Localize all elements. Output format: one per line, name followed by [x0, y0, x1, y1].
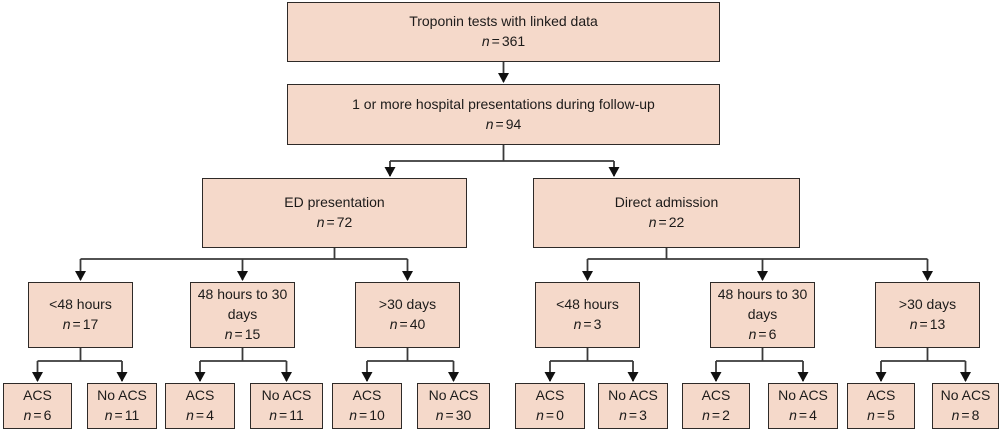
node-ed-48h-30d-acs: ACS n=4: [165, 383, 235, 429]
node-label: Troponin tests with linked data: [409, 13, 598, 30]
node-n-value: n=10: [349, 407, 385, 423]
node-label: >30 days: [898, 296, 957, 313]
node-n-value: n=22: [648, 214, 685, 230]
node-da-48h-30d-no-acs: No ACS n=4: [768, 383, 838, 429]
node-label: ACS: [352, 387, 382, 404]
node-ed-gt30d-no-acs: No ACS n=30: [417, 383, 490, 429]
node-n-value: n=11: [269, 407, 304, 423]
node-n-value: n=2: [702, 407, 730, 423]
node-ed-gt30d-acs: ACS n=10: [332, 383, 402, 429]
node-da-lt48h-acs: ACS n=0: [515, 383, 585, 429]
node-n-value: n=8: [951, 407, 980, 423]
node-n-value: n=3: [619, 407, 647, 423]
node-ed-48h-30d-no-acs: No ACS n=11: [250, 383, 323, 429]
node-label: No ACS: [940, 387, 991, 404]
node-label: <48 hours: [49, 296, 112, 313]
node-da-48h-30d: 48 hours to 30 days n=6: [710, 282, 815, 348]
node-label: ACS: [535, 387, 565, 404]
node-n-value: n=3: [573, 316, 602, 332]
node-da-gt30d-no-acs: No ACS n=8: [932, 383, 999, 429]
node-label: No ACS: [608, 387, 658, 404]
node-n-value: n=94: [485, 115, 522, 132]
node-label: No ACS: [261, 387, 312, 404]
node-label: No ACS: [428, 387, 479, 404]
node-n-value: n=6: [748, 325, 777, 342]
node-n-value: n=13: [909, 316, 946, 332]
node-da-gt30d: >30 days n=13: [875, 282, 980, 348]
node-label: ACS: [701, 387, 731, 404]
node-label: ACS: [23, 387, 52, 404]
node-label: <48 hours: [556, 296, 619, 313]
node-hospital-presentations: 1 or more hospital presentations during …: [287, 84, 720, 145]
node-ed-48h-30d: 48 hours to 30 days n=15: [190, 282, 295, 348]
node-n-value: n=361: [481, 33, 526, 49]
node-troponin-tests: Troponin tests with linked data n=361: [287, 2, 720, 62]
node-n-value: n=72: [316, 214, 353, 230]
node-n-value: n=30: [435, 407, 472, 423]
node-n-value: n=0: [536, 407, 564, 423]
node-label: No ACS: [97, 387, 147, 404]
node-da-gt30d-acs: ACS n=5: [847, 383, 915, 429]
node-label: 48 hours to 30 days: [717, 286, 808, 323]
node-label: No ACS: [778, 387, 828, 404]
node-ed-lt48h: <48 hours n=17: [28, 282, 133, 348]
node-n-value: n=6: [23, 407, 52, 423]
node-n-value: n=4: [789, 407, 817, 423]
node-label: ACS: [866, 387, 896, 404]
node-n-value: n=17: [62, 316, 99, 332]
node-label: Direct admission: [614, 194, 719, 211]
node-label: ED presentation: [284, 194, 385, 211]
node-ed-gt30d: >30 days n=40: [355, 282, 460, 348]
node-ed-presentation: ED presentation n=72: [202, 178, 467, 248]
node-n-value: n=4: [186, 407, 214, 423]
node-label: ACS: [185, 387, 215, 404]
node-ed-lt48h-no-acs: No ACS n=11: [87, 383, 157, 429]
node-ed-lt48h-acs: ACS n=6: [3, 383, 72, 429]
node-label: >30 days: [378, 296, 437, 313]
node-label: 48 hours to 30 days: [197, 286, 288, 323]
node-direct-admission: Direct admission n=22: [533, 178, 800, 248]
node-n-value: n=11: [104, 407, 140, 423]
node-da-48h-30d-acs: ACS n=2: [682, 383, 750, 429]
node-da-lt48h-no-acs: No ACS n=3: [598, 383, 668, 429]
node-label: 1 or more hospital presentations during …: [352, 95, 655, 112]
node-n-value: n=15: [224, 325, 261, 342]
node-n-value: n=5: [867, 407, 895, 423]
node-da-lt48h: <48 hours n=3: [535, 282, 640, 348]
node-n-value: n=40: [389, 316, 426, 332]
